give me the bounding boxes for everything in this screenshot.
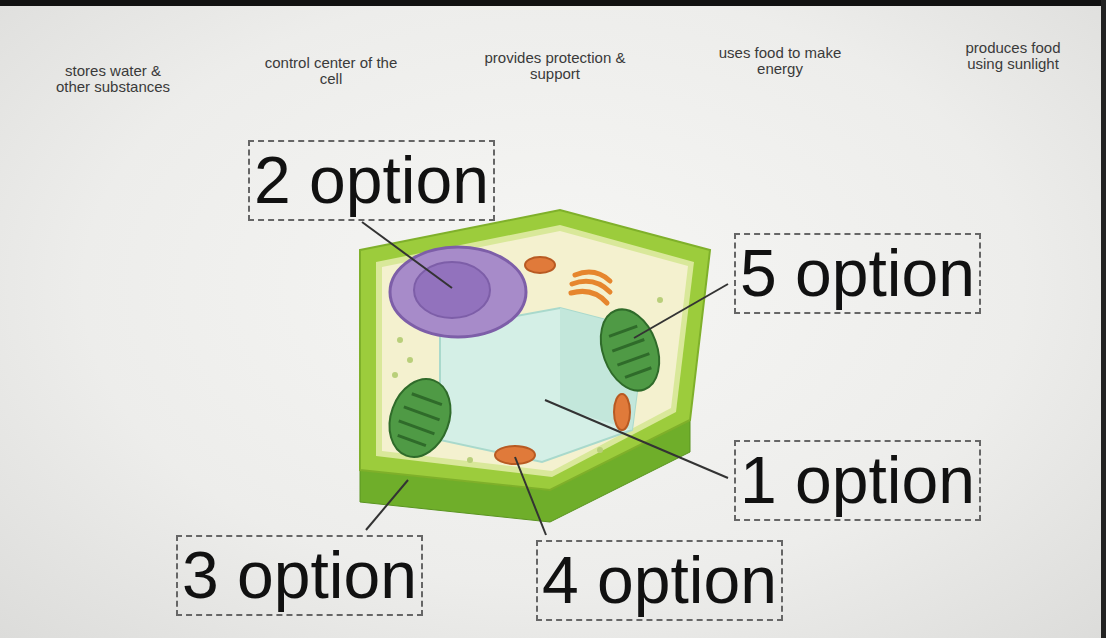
option-text: 2 option bbox=[254, 144, 489, 217]
leader-lines bbox=[362, 222, 728, 535]
answer-box: 2 option bbox=[248, 140, 495, 221]
word-bank-item: uses food to make energy bbox=[712, 45, 848, 77]
nucleolus bbox=[414, 262, 490, 318]
screen-edge bbox=[0, 0, 1106, 6]
word-bank-item: provides protection & support bbox=[480, 50, 630, 82]
option-text: 4 option bbox=[542, 544, 777, 617]
answer-box: 5 option bbox=[734, 233, 981, 314]
answer-box: 4 option bbox=[536, 540, 783, 621]
cell-membrane bbox=[376, 225, 694, 477]
ribosomes bbox=[392, 297, 663, 463]
option-text: 1 option bbox=[740, 444, 975, 517]
option-text: 3 option bbox=[182, 539, 417, 612]
nucleus bbox=[390, 247, 526, 337]
chloroplast bbox=[379, 370, 461, 465]
answer-box: 1 option bbox=[734, 440, 981, 521]
mitochondrion bbox=[525, 257, 555, 273]
answer-box: 3 option bbox=[176, 535, 423, 616]
golgi bbox=[571, 272, 610, 303]
screen-edge bbox=[1101, 0, 1106, 638]
word-bank-item: produces food using sunlight bbox=[952, 40, 1074, 72]
mitochondrion bbox=[614, 394, 630, 430]
word-bank-item: stores water & other substances bbox=[48, 63, 178, 95]
word-bank-item: control center of the cell bbox=[263, 55, 399, 87]
option-text: 5 option bbox=[740, 237, 975, 310]
mitochondrion bbox=[495, 446, 535, 464]
chloroplast bbox=[590, 301, 669, 398]
